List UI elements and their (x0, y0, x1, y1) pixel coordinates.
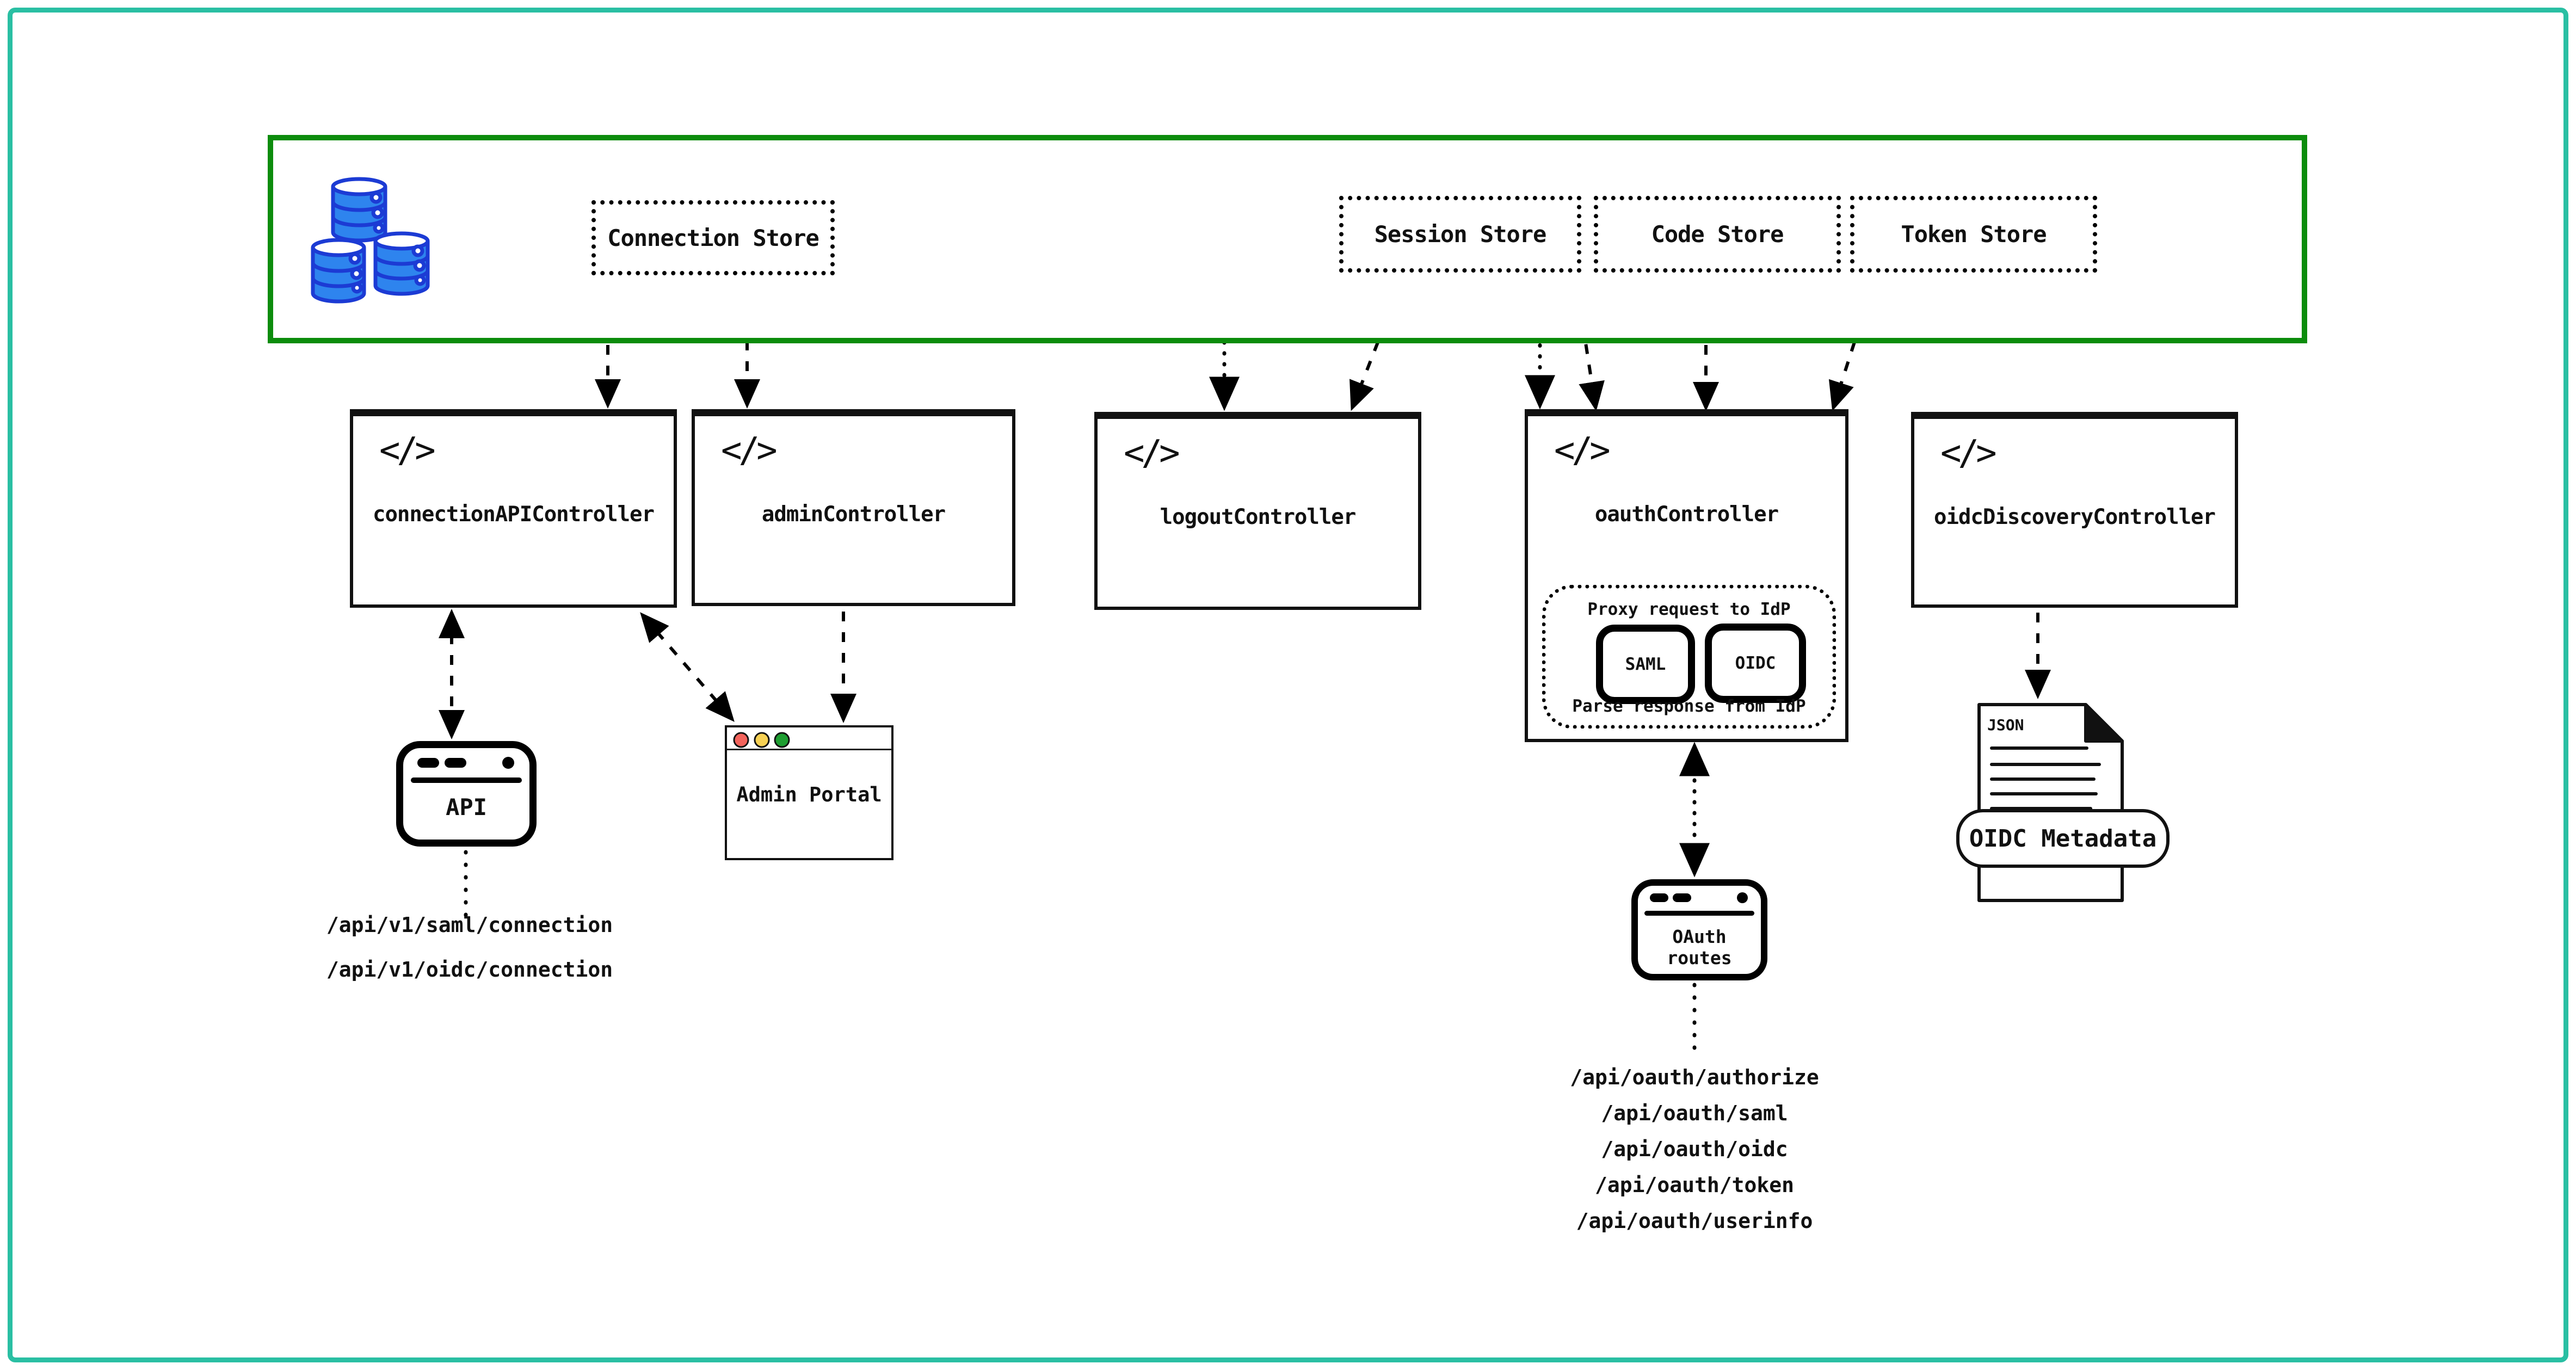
oauth-route-path: /api/oauth/userinfo (1576, 1209, 1813, 1233)
window-toolbar-line (1644, 911, 1754, 916)
admin-controller-label: adminController (761, 502, 946, 527)
window-control-icon (417, 758, 439, 768)
json-document-icon: JSON OIDC Metadata (1956, 703, 2170, 902)
saml-protocol-box: SAML (1596, 625, 1695, 704)
window-control-icon (1737, 892, 1748, 903)
connection-api-controller-box: </> connectionAPIController (350, 409, 677, 608)
idp-parse-label: Parse response from IdP (1572, 696, 1806, 716)
connection-store-box: Connection Store (591, 200, 835, 275)
titlebar-divider (727, 749, 891, 750)
window-toolbar-line (411, 777, 522, 783)
oidc-metadata-label: OIDC Metadata (1969, 825, 2156, 853)
saml-label: SAML (1625, 655, 1666, 674)
api-route-path: /api/v1/oidc/connection (326, 958, 613, 982)
database-stack-icon (311, 177, 430, 304)
admin-portal-window: Admin Portal (725, 725, 893, 860)
idp-proxy-box: Proxy request to IdP SAML OIDC Parse res… (1542, 585, 1836, 729)
api-route-path: /api/v1/saml/connection (326, 913, 613, 937)
canvas-frame (8, 8, 2568, 1362)
admin-controller-box: </> adminController (692, 409, 1015, 606)
logout-controller-box: </> logoutController (1094, 412, 1421, 610)
oauth-route-path: /api/oauth/authorize (1570, 1065, 1819, 1089)
window-control-icon (502, 757, 514, 769)
session-store-label: Session Store (1374, 221, 1547, 248)
code-icon: </> (1940, 433, 1997, 473)
traffic-lights-icon (733, 732, 790, 748)
oauth-route-path: /api/oauth/oidc (1601, 1137, 1788, 1161)
oauth-routes-window: OAuth routes (1631, 879, 1767, 980)
code-icon: </> (1124, 433, 1180, 473)
oidc-discovery-controller-box: </> oidcDiscoveryController (1911, 412, 2238, 608)
code-icon: </> (1554, 430, 1611, 471)
json-file-type-label: JSON (1987, 716, 2024, 734)
token-store-label: Token Store (1901, 221, 2047, 248)
oauth-route-path: /api/oauth/saml (1601, 1101, 1788, 1125)
oidc-discovery-controller-label: oidcDiscoveryController (1933, 505, 2216, 529)
api-window-label: API (446, 794, 487, 820)
window-control-icon (445, 758, 466, 768)
oauth-controller-label: oauthController (1594, 502, 1779, 527)
code-icon: </> (721, 430, 778, 471)
oidc-protocol-box: OIDC (1705, 624, 1806, 703)
logout-controller-label: logoutController (1160, 505, 1357, 529)
api-window: API (396, 741, 537, 847)
connection-store-label: Connection Store (607, 224, 819, 251)
oauth-route-path: /api/oauth/token (1594, 1173, 1795, 1197)
token-store-box: Token Store (1850, 196, 2097, 273)
code-store-box: Code Store (1594, 196, 1841, 273)
window-control-icon (1673, 893, 1691, 902)
session-store-box: Session Store (1339, 196, 1581, 273)
code-icon: </> (379, 430, 436, 471)
admin-portal-label: Admin Portal (736, 783, 882, 806)
idp-proxy-title: Proxy request to IdP (1587, 600, 1791, 619)
oauth-routes-window-label: OAuth routes (1667, 926, 1732, 968)
code-store-label: Code Store (1651, 221, 1784, 248)
oidc-label: OIDC (1735, 653, 1776, 673)
connection-api-controller-label: connectionAPIController (372, 502, 655, 527)
window-control-icon (1650, 893, 1668, 902)
